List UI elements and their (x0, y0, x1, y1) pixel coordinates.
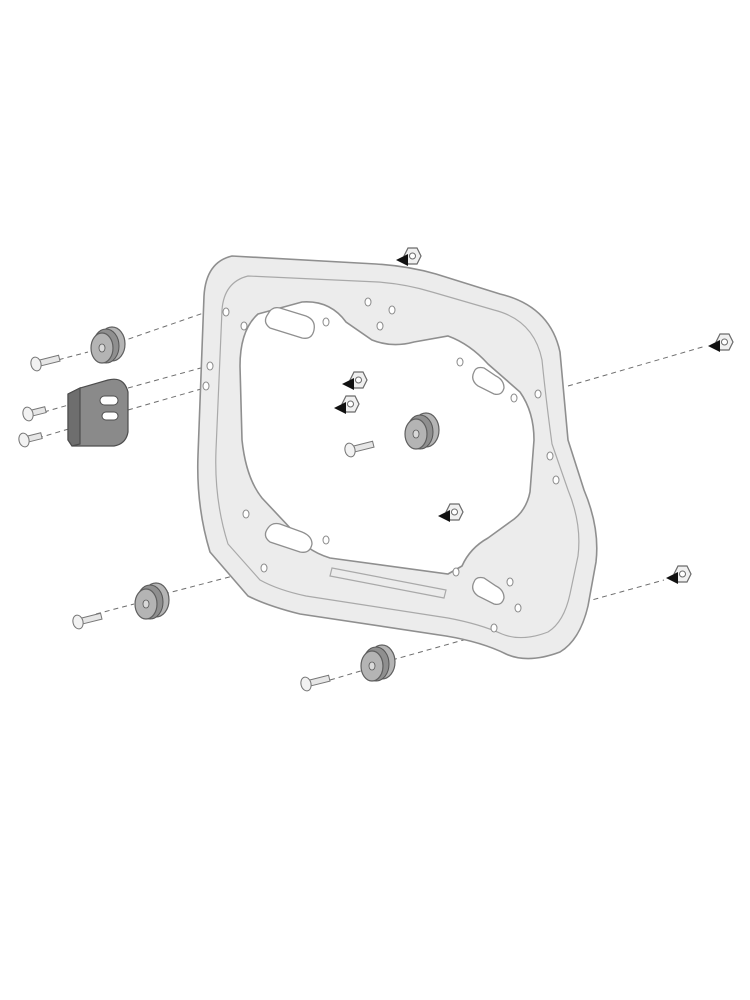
spacer (360, 644, 396, 682)
nut-hole (721, 338, 728, 346)
spacer (134, 582, 170, 620)
bolt-head (72, 614, 84, 630)
spacer-hole (368, 661, 376, 671)
frame-hole (242, 509, 250, 519)
frame-slot (264, 522, 313, 553)
lead-line (95, 603, 135, 615)
nut (396, 247, 422, 266)
nut (342, 371, 368, 390)
frame-hole (456, 357, 464, 367)
bolt-head (344, 442, 356, 458)
lead-line (127, 365, 209, 389)
frame-hole (514, 603, 522, 613)
frame-hole (206, 361, 214, 371)
nut-hole (451, 508, 458, 516)
bolt (18, 432, 43, 448)
bolt (22, 406, 47, 422)
frame-slot (472, 366, 505, 396)
bracket-slot (101, 411, 119, 421)
bolt (30, 354, 61, 372)
frame-hole (452, 567, 460, 577)
frame-hole (388, 305, 396, 315)
nut (438, 503, 464, 522)
frame-hole (322, 535, 330, 545)
frame-emboss-band (329, 567, 447, 599)
nut-hole (409, 252, 416, 260)
spacer-hole (98, 343, 106, 353)
spacer-hole (142, 599, 150, 609)
lead-line (567, 345, 707, 387)
frame-hole (506, 577, 514, 587)
spacer-hole (412, 429, 420, 439)
frame-hole (490, 623, 498, 633)
arrow-icon (438, 510, 450, 522)
arrow-icon (666, 572, 678, 584)
nut (708, 333, 734, 352)
bolt-head (18, 432, 30, 448)
frame-groove (215, 275, 580, 639)
frame-hole (546, 451, 554, 461)
bolt-head (22, 406, 34, 422)
frame-hole (376, 321, 384, 331)
nut-hole (347, 400, 354, 408)
frame-hole (202, 381, 210, 391)
lead-line (43, 403, 73, 413)
bracket-slot (99, 395, 119, 406)
bolt (300, 674, 331, 692)
frame-hole (222, 307, 230, 317)
bolt-head (300, 676, 312, 692)
arrow-icon (396, 254, 408, 266)
nut-hole (679, 570, 686, 578)
frame-hole (552, 475, 560, 485)
frame-hole (510, 393, 518, 403)
frame-hole (364, 297, 372, 307)
frame-slot (472, 576, 505, 606)
frame-hole (534, 389, 542, 399)
frame-hole (240, 321, 248, 331)
frame-hole (260, 563, 268, 573)
spacer (90, 326, 126, 364)
lead-line (49, 351, 89, 363)
side-carrier-frame (196, 255, 598, 660)
lead-line (329, 669, 365, 681)
nut (666, 565, 692, 584)
mounting-bracket (67, 378, 129, 447)
frame-hole (322, 317, 330, 327)
bolt (72, 612, 103, 630)
arrow-icon (334, 402, 346, 414)
nut-hole (355, 376, 362, 384)
bracket-flange (67, 387, 81, 447)
bolt (344, 440, 375, 458)
arrow-icon (708, 340, 720, 352)
bolt-head (30, 356, 42, 372)
nut (334, 395, 360, 414)
lead-line (37, 427, 73, 439)
frame-slot (264, 306, 315, 339)
arrow-icon (342, 378, 354, 390)
spacer (404, 412, 440, 450)
